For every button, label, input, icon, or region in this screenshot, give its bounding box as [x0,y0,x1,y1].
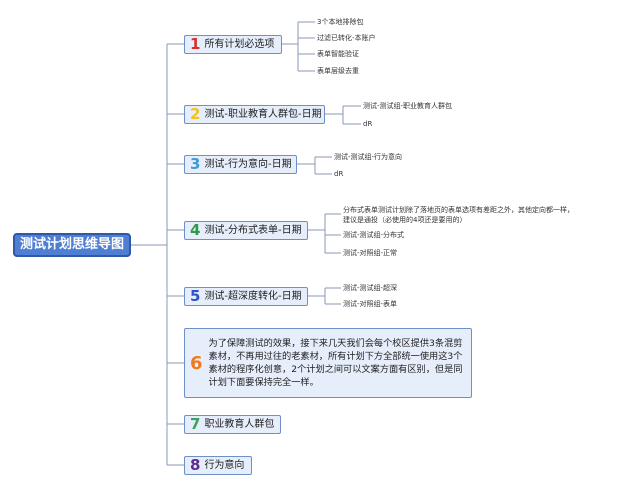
branch-2-number: 2 [190,105,201,123]
branch-8-label: 行为意向 [204,460,245,471]
branch-6-label: 为了保障测试的效果，接下来几天我们会每个校区提供3条混剪素材，不再用过往的老素材… [208,338,463,388]
branch-2-child-1: 测试-测试组-职业教育人群包 [363,102,453,110]
branch-1-child-3: 表单智能验证 [317,50,359,58]
branch-4-child-1: 分布式表单测试计划除了落地页的表单选项有差距之外，其他定向都一样，建议是通投（必… [343,206,574,224]
branch-1-label: 所有计划必选项 [204,39,275,50]
branch-4-number: 4 [190,221,201,239]
branch-6-number: 6 [190,352,203,374]
branch-4-child-2: 测试-测试组-分布式 [343,231,405,239]
branch-2-child-2: dR [363,120,373,128]
root-label: 测试计划思维导图 [19,237,124,252]
branch-8-number: 8 [190,456,201,474]
branch-1-child-2: 过滤已转化-本账户 [317,34,376,42]
branch-4-child-3: 测试-对照组-正常 [343,249,398,257]
branch-1-child-1: 3个本地排除包 [317,18,364,26]
branch-3-child-2: dR [334,170,344,178]
branch-3-child-1: 测试-测试组-行为意向 [334,153,403,161]
branch-7-number: 7 [190,415,201,433]
branch-3-label: 测试-行为意向-日期 [204,159,292,170]
branch-5-number: 5 [190,287,201,305]
branch-2-label: 测试-职业教育人群包-日期 [204,109,322,120]
branch-5-child-2: 测试-对照组-表单 [343,300,398,308]
branch-6-node[interactable]: 6 为了保障测试的效果，接下来几天我们会每个校区提供3条混剪素材，不再用过往的老… [184,328,472,398]
root-node[interactable]: 测试计划思维导图 [13,233,131,257]
branch-5-child-1: 测试-测试组-超深 [343,284,398,292]
branch-1-number: 1 [190,35,201,53]
branch-4-label: 测试-分布式表单-日期 [204,225,302,236]
branch-5-label: 测试-超深度转化-日期 [204,291,302,302]
branch-7-label: 职业教育人群包 [204,419,275,430]
branch-3-number: 3 [190,155,201,173]
branch-1-child-4: 表单层级去重 [317,67,359,75]
